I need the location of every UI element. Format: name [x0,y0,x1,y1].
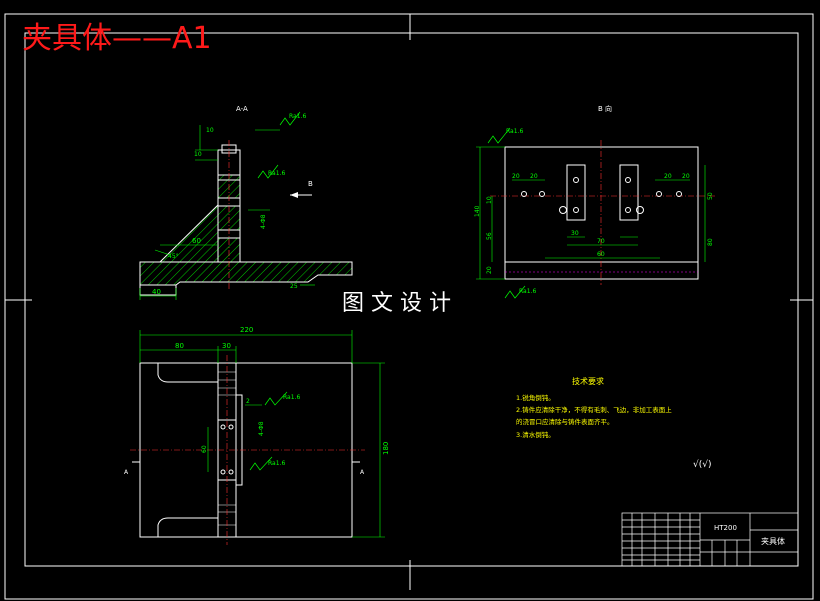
section-mark-right: A [360,469,365,476]
dim-b-4: 20 [530,173,538,180]
dim-b-10: 60 [597,251,605,258]
front-section-view: A-A 40 60 45° 10 25 10 4-Φ8 Ra1.6 Ra1.6 [139,105,353,300]
dim-front-5: 10 [206,127,214,134]
title-block-material: HT200 [714,524,737,532]
plan-view: A A 220 80 30 180 2 60 4-Φ8 Ra1.6 Ra1.6 [124,326,390,545]
view-b-label: B 向 [598,104,612,113]
dim-b-3: 20 [512,173,520,180]
title-block [621,512,799,567]
dim-front-2: 45° [168,253,179,260]
dim-front-0: 40 [152,288,161,296]
roughness-plan-bot: Ra1.6 [268,460,285,467]
dim-b-8: 30 [571,230,579,237]
roughness-front-mid: Ra1.6 [268,170,285,177]
dim-b-7: 50 [707,192,714,200]
dim-plan-1: 80 [175,342,184,350]
view-b: B 向 [474,104,715,299]
dim-front-6: 4-Φ8 [260,214,267,229]
roughness-plan-mid: Ra1.6 [283,394,300,401]
dim-b-9: 70 [597,238,605,245]
surface-roughness-mark: √(√) [693,459,712,470]
dim-front-1: 60 [192,237,201,245]
centering-marks [5,14,813,590]
dim-plan-3: 180 [382,442,390,455]
title-block-part-name: 夹具体 [761,536,785,546]
dim-plan-4: 2 [246,398,250,405]
dim-plan-0: 220 [240,326,253,334]
roughness-b-bottom: Ra1.6 [519,288,536,295]
dim-b-0: 140 [474,205,481,217]
dim-front-4: 25 [290,283,298,290]
dim-plan-5: 60 [201,445,208,453]
tech-item-2: 2.铸件应清除干净，不得有毛刺、飞边，非加工表面上 [516,405,672,414]
dim-b-6: 20 [682,173,690,180]
dim-b-2: 10 [486,196,493,204]
view-b-arrow-label: B [308,180,313,188]
sheet-title: 夹具体——A1 [22,21,212,56]
section-mark-left: A [124,469,129,476]
tech-item-1: 1.锐角倒钝。 [516,393,555,402]
dim-b-11: 80 [707,238,714,246]
watermark-text: 图 文 设 计 [342,291,451,316]
dim-plan-6: 4-Φ8 [258,421,265,436]
dim-b-5: 20 [664,173,672,180]
dim-front-3: 10 [194,151,202,158]
roughness-front-top: Ra1.6 [289,113,306,120]
tech-requirements: 技术要求 1.锐角倒钝。 2.铸件应清除干净，不得有毛刺、飞边，非加工表面上 的… [516,376,672,439]
tech-item-4: 3.清水倒钝。 [516,430,555,439]
dim-b-12: 20 [486,266,493,274]
section-aa-label: A-A [236,105,248,113]
tech-item-3: 的浇冒口应清除与铸件表面齐平。 [516,417,614,426]
tech-heading: 技术要求 [572,376,604,386]
roughness-b-top: Ra1.6 [506,128,523,135]
dim-b-1: 56 [486,232,493,240]
dim-plan-2: 30 [222,342,231,350]
